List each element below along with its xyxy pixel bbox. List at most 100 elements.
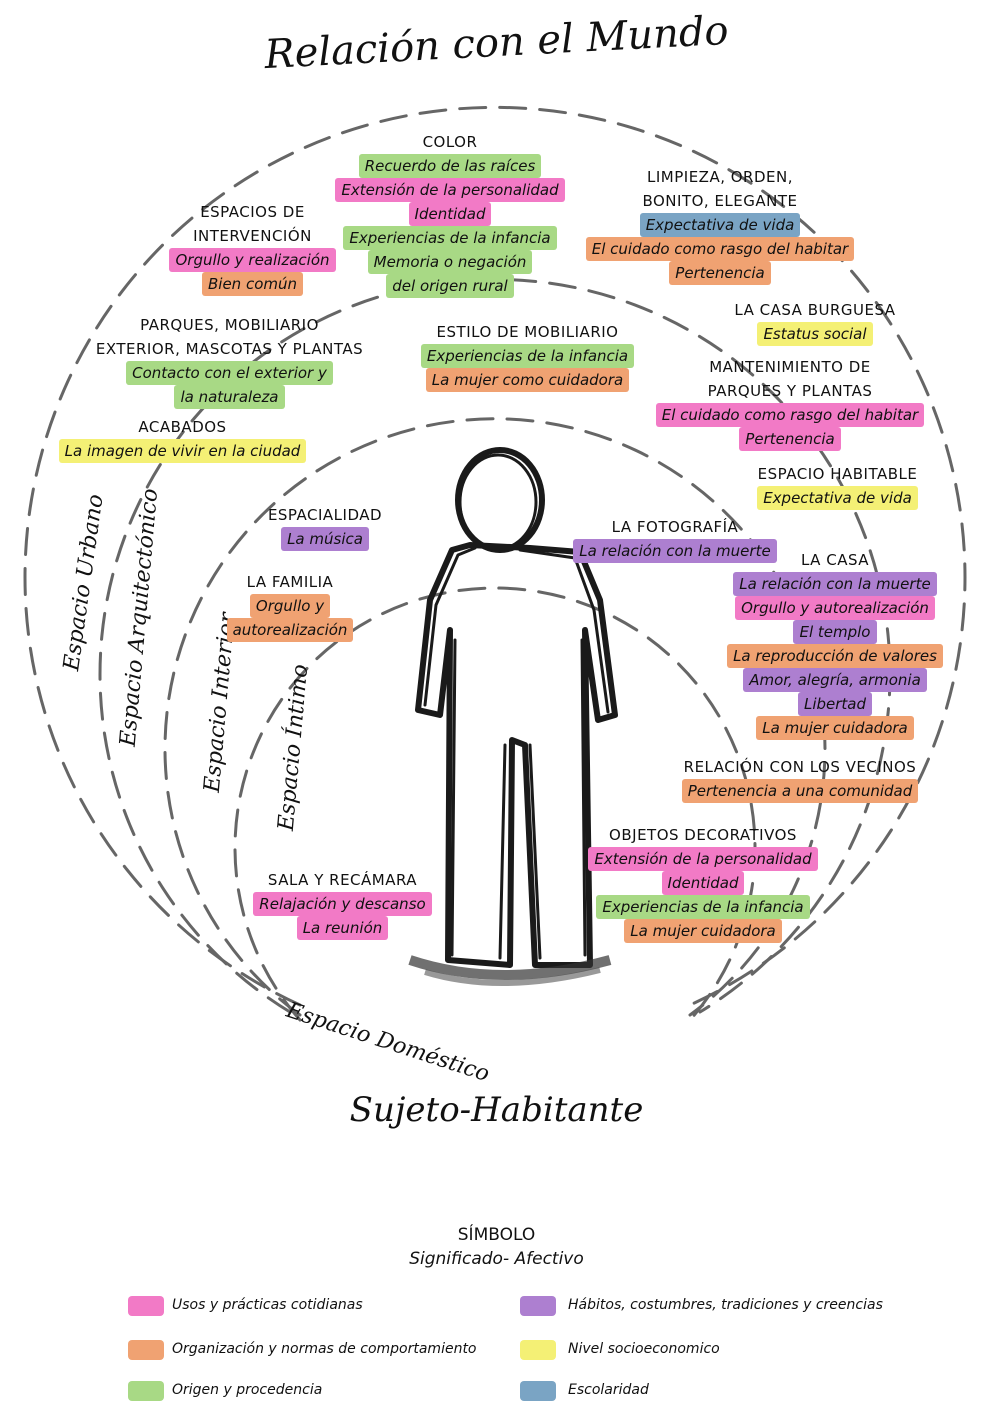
meaning-label: Experiencias de la infancia [420, 344, 635, 368]
group-title-line2: EXTERIOR, MASCOTAS Y PLANTAS [95, 340, 364, 358]
meaning-label: Pertenencia [669, 261, 771, 285]
group-mantenimiento: MANTENIMIENTO DE PARQUES Y PLANTAS El cu… [645, 355, 935, 451]
meaning-label: Extensión de la personalidad [588, 847, 818, 871]
group-limpieza: LIMPIEZA, ORDEN, BONITO, ELEGANTE Expect… [575, 165, 865, 285]
group-title: ACABADOS [138, 418, 227, 436]
legend-swatch-yellow [520, 1340, 556, 1360]
group-items: La imagen de vivir en la ciudad [45, 439, 320, 463]
meaning-label: Estatus social [757, 322, 873, 346]
meaning-label: El cuidado como rasgo del habitar [585, 237, 855, 261]
group-items: Pertenencia a una comunidad [655, 779, 945, 803]
person-figure [415, 447, 618, 968]
legend-swatch-green [128, 1381, 164, 1401]
group-title: LA CASA [800, 551, 870, 569]
legend-title: SÍMBOLO [457, 1225, 536, 1245]
group-title: ESPACIO HABITABLE [757, 465, 918, 483]
legend-swatch-pink [128, 1296, 164, 1316]
group-title-line2: INTERVENCIÓN [193, 227, 312, 245]
legend-item-escolaridad: Escolaridad [568, 1382, 649, 1398]
group-items: La música [245, 527, 405, 551]
meaning-label: Expectativa de vida [639, 213, 801, 237]
meaning-label: Relajación y descanso [253, 892, 432, 916]
group-title-line2: BONITO, ELEGANTE [642, 192, 798, 210]
group-items: La relación con la muerte [565, 539, 785, 563]
legend-item-usos: Usos y prácticas cotidianas [172, 1297, 363, 1313]
meaning-label: La relación con la muerte [733, 572, 937, 596]
group-title-line2: PARQUES Y PLANTAS [707, 382, 873, 400]
legend-item-organizacion: Organización y normas de comportamiento [172, 1341, 477, 1357]
group-acabados: ACABADOS La imagen de vivir en la ciudad [45, 415, 320, 463]
meaning-label: La mujer cuidadora [624, 919, 782, 943]
meaning-label: La reunión [296, 916, 389, 940]
ring-urbano [23, 105, 967, 1007]
meaning-label: La música [281, 527, 369, 551]
legend-item-nivel: Nivel socioeconomico [568, 1341, 720, 1357]
meaning-label: Pertenencia [739, 427, 841, 451]
meaning-label: Orgullo y realización [169, 248, 336, 272]
meaning-label: Identidad [661, 871, 745, 895]
meaning-label: La mujer cuidadora [756, 716, 914, 740]
group-objetos: OBJETOS DECORATIVOS Extensión de la pers… [578, 823, 828, 943]
legend-swatch-purple [520, 1296, 556, 1316]
group-items: Estatus social [715, 322, 915, 346]
group-title: OBJETOS DECORATIVOS [609, 826, 797, 844]
legend-swatch-blue [520, 1381, 556, 1401]
group-title: LA FOTOGRAFÍA [611, 518, 739, 536]
ground-shadow [408, 955, 612, 980]
group-espacios-intervencion: ESPACIOS DE INTERVENCIÓN Orgullo y reali… [160, 200, 345, 296]
group-vecinos: RELACIÓN CON LOS VECINOS Pertenencia a u… [655, 755, 945, 803]
meaning-label: Memoria o negación [367, 250, 533, 274]
meaning-label: la naturaleza [174, 385, 285, 409]
group-title-line1: LIMPIEZA, ORDEN, [647, 168, 793, 186]
group-title-line1: PARQUES, MOBILIARIO [140, 316, 319, 334]
meaning-label: Extensión de la personalidad [335, 178, 565, 202]
meaning-label: La relación con la muerte [573, 539, 777, 563]
legend-item-habitos: Hábitos, costumbres, tradiciones y creen… [568, 1297, 883, 1313]
meaning-label: La imagen de vivir en la ciudad [58, 439, 307, 463]
legend-subtitle: Significado- Afectivo [409, 1249, 584, 1269]
meaning-label: La reproducción de valores [727, 644, 943, 668]
meaning-label: Experiencias de la infancia [596, 895, 810, 919]
group-fotografia: LA FOTOGRAFÍA La relación con la muerte [565, 515, 785, 563]
group-espacialidad: ESPACIALIDAD La música [245, 503, 405, 551]
group-parques: PARQUES, MOBILIARIO EXTERIOR, MASCOTAS Y… [62, 313, 397, 409]
meaning-label: Libertad [797, 692, 873, 716]
group-title: ESPACIALIDAD [267, 506, 383, 524]
meaning-label: Amor, alegría, armonia [743, 668, 927, 692]
meaning-label: del origen rural [386, 274, 514, 298]
meaning-label: La mujer como cuidadora [425, 368, 630, 392]
group-estilo-mobiliario: ESTILO DE MOBILIARIO Experiencias de la … [400, 320, 655, 392]
meaning-label: El cuidado como rasgo del habitar [655, 403, 925, 427]
legend-swatch-orange [128, 1340, 164, 1360]
meaning-label: Orgullo y [249, 594, 331, 618]
group-casa-burguesa: LA CASA BURGUESA Estatus social [715, 298, 915, 346]
meaning-label: Bien común [201, 272, 303, 296]
group-items: Expectativa de vida [730, 486, 945, 510]
meaning-label: Contacto con el exterior y [126, 361, 333, 385]
group-title: SALA Y RECÁMARA [267, 871, 418, 889]
group-title: ESTILO DE MOBILIARIO [436, 323, 619, 341]
meaning-label: autorealización [226, 618, 354, 642]
meaning-label: El templo [793, 620, 877, 644]
meaning-label: Pertenencia a una comunidad [681, 779, 919, 803]
group-title: LA FAMILIA [246, 573, 334, 591]
group-title: LA CASA BURGUESA [734, 301, 896, 319]
legend-item-origen: Origen y procedencia [172, 1382, 323, 1398]
meaning-label: Recuerdo de las raíces [358, 154, 542, 178]
group-title-line1: ESPACIOS DE [200, 203, 305, 221]
title-bottom: Sujeto-Habitante [349, 1090, 644, 1130]
